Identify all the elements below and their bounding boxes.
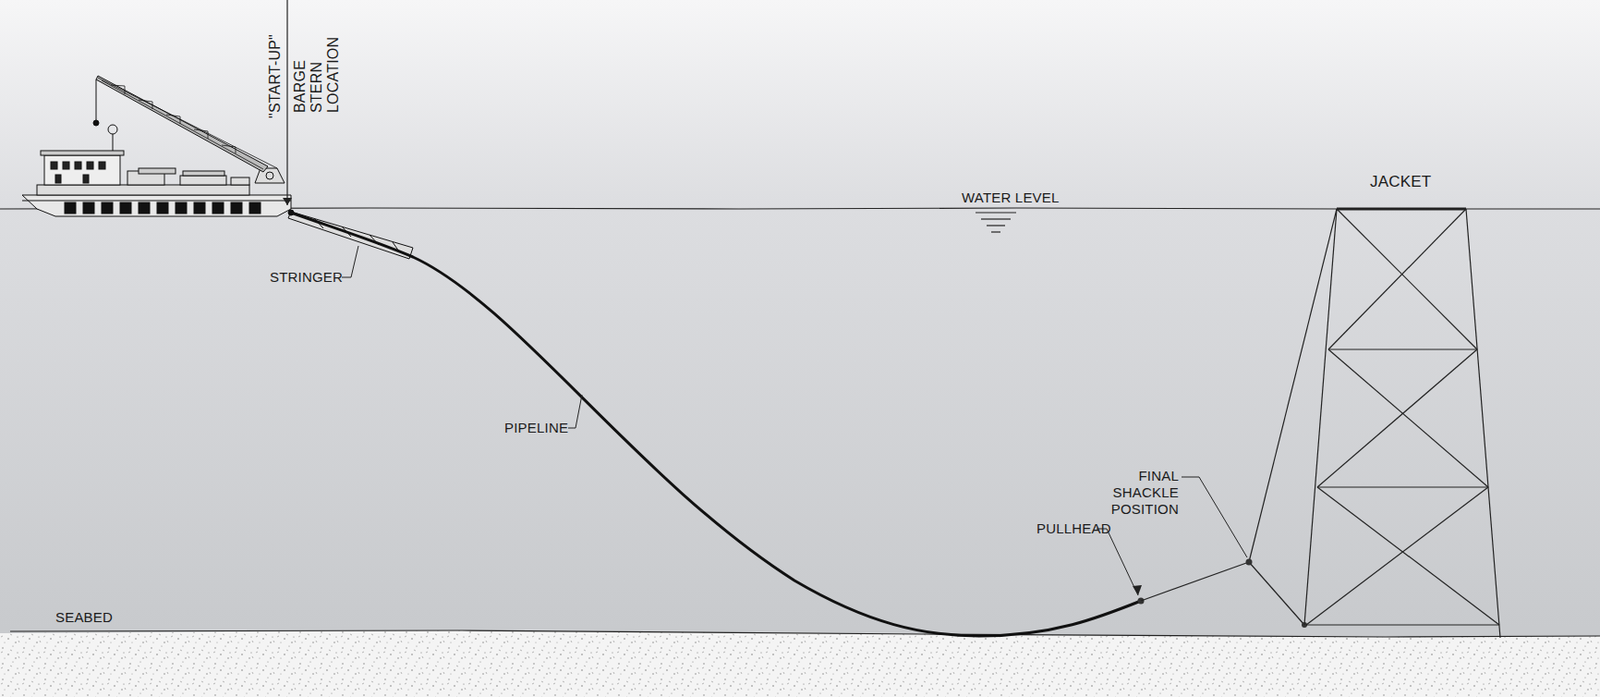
water-level-symbol (975, 212, 1017, 232)
structure-label: JACKET (1369, 173, 1431, 191)
leader-arrow (1132, 584, 1142, 595)
jacket-structure (1304, 208, 1501, 638)
part-label: STRINGER (269, 268, 343, 286)
seabed-line (10, 630, 1600, 637)
part-label: PIPELINE (504, 419, 569, 437)
pipeline (290, 212, 1141, 636)
part-label: SEABED (55, 608, 113, 626)
stern-marker-arrow (282, 197, 292, 206)
part-label: PULLHEAD (1036, 520, 1112, 537)
stern-marker-line (286, 0, 288, 206)
vertical-note: BARGE STERN LOCATION (291, 9, 342, 113)
leader-lines (341, 245, 1248, 595)
shackle (1246, 558, 1253, 566)
pull-cable (1140, 208, 1337, 625)
seabed-soil (0, 630, 1600, 697)
part-label: FINAL SHACKLE POSITION (1071, 467, 1179, 518)
lay-barge (22, 75, 291, 217)
vertical-note: "START-UP" (266, 34, 284, 119)
water-level-label: WATER LEVEL (961, 189, 1060, 207)
